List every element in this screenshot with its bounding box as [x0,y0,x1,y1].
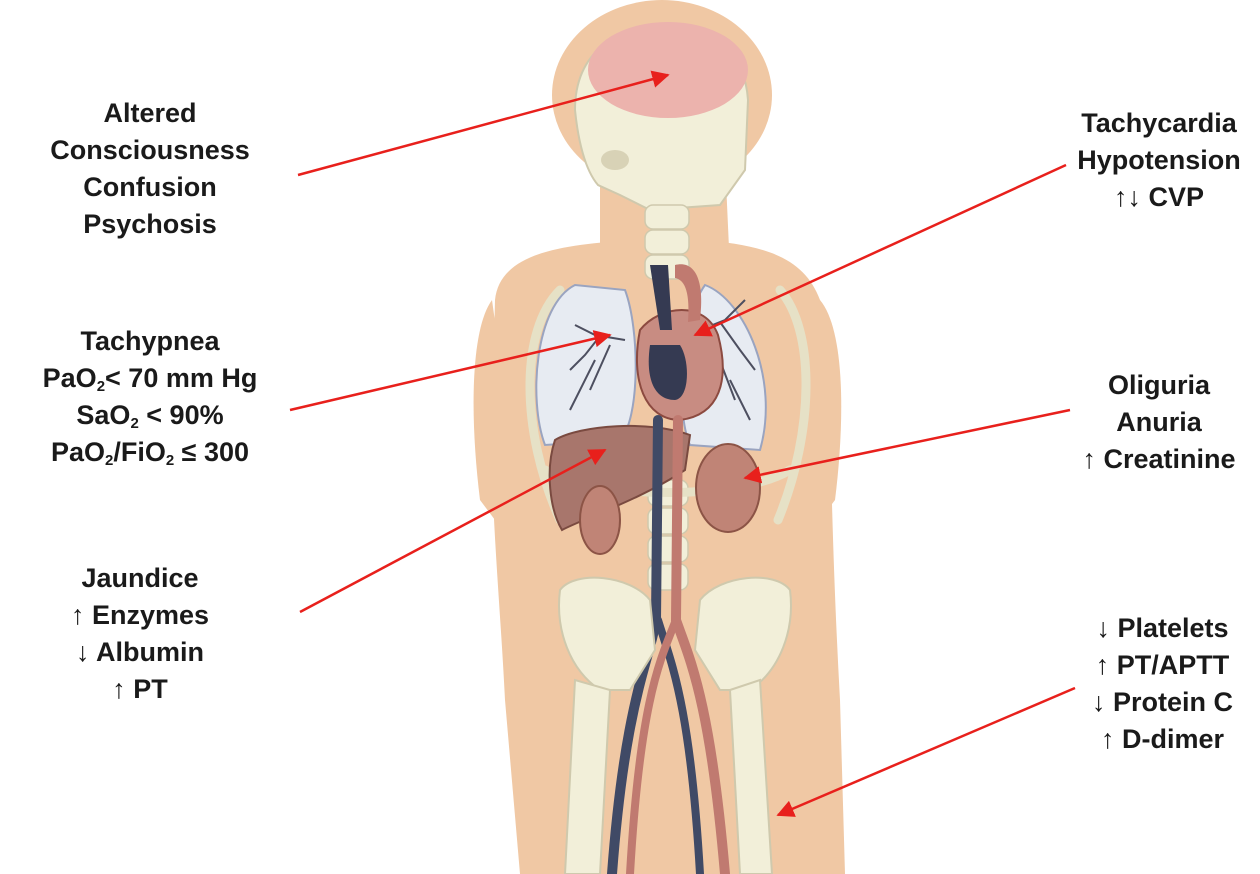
coagulation-label-line-4: ↑ D-dimer [1070,721,1255,758]
respiratory-label: Tachypnea PaO2< 70 mm Hg SaO2 < 90% PaO2… [10,323,290,471]
hepatic-label: Jaundice ↑ Enzymes ↓ Albumin ↑ PT [40,560,240,708]
cardiovascular-label: Tachycardia Hypotension ↑↓ CVP [1060,105,1258,216]
hepatic-label-line-3: ↓ Albumin [40,634,240,671]
coagulation-label-line-1: ↓ Platelets [1070,610,1255,647]
brain-label-line-4: Psychosis [30,206,270,243]
coagulation-label: ↓ Platelets ↑ PT/APTT ↓ Protein C ↑ D-di… [1070,610,1255,758]
brain [588,22,748,118]
hepatic-label-line-4: ↑ PT [40,671,240,708]
skull [575,22,748,210]
respiratory-label-line-4: PaO2/FiO2 ≤ 300 [10,434,290,471]
renal-label-line-3: ↑ Creatinine [1060,441,1258,478]
renal-label: Oliguria Anuria ↑ Creatinine [1060,367,1258,478]
respiratory-label-line-2: PaO2< 70 mm Hg [10,360,290,397]
hepatic-label-line-2: ↑ Enzymes [40,597,240,634]
renal-label-line-2: Anuria [1060,404,1258,441]
cardiovascular-label-line-2: Hypotension [1060,142,1258,179]
brain-label: Altered Consciousness Confusion Psychosi… [30,95,270,243]
brain-label-line-3: Confusion [30,169,270,206]
cardiovascular-label-line-3: ↑↓ CVP [1060,179,1258,216]
hepatic-label-line-1: Jaundice [40,560,240,597]
respiratory-label-line-3: SaO2 < 90% [10,397,290,434]
respiratory-label-line-1: Tachypnea [10,323,290,360]
coagulation-label-line-3: ↓ Protein C [1070,684,1255,721]
cardiovascular-label-line-1: Tachycardia [1060,105,1258,142]
coagulation-label-line-2: ↑ PT/APTT [1070,647,1255,684]
brain-label-line-2: Consciousness [30,132,270,169]
brain-label-line-1: Altered [30,95,270,132]
renal-label-line-1: Oliguria [1060,367,1258,404]
